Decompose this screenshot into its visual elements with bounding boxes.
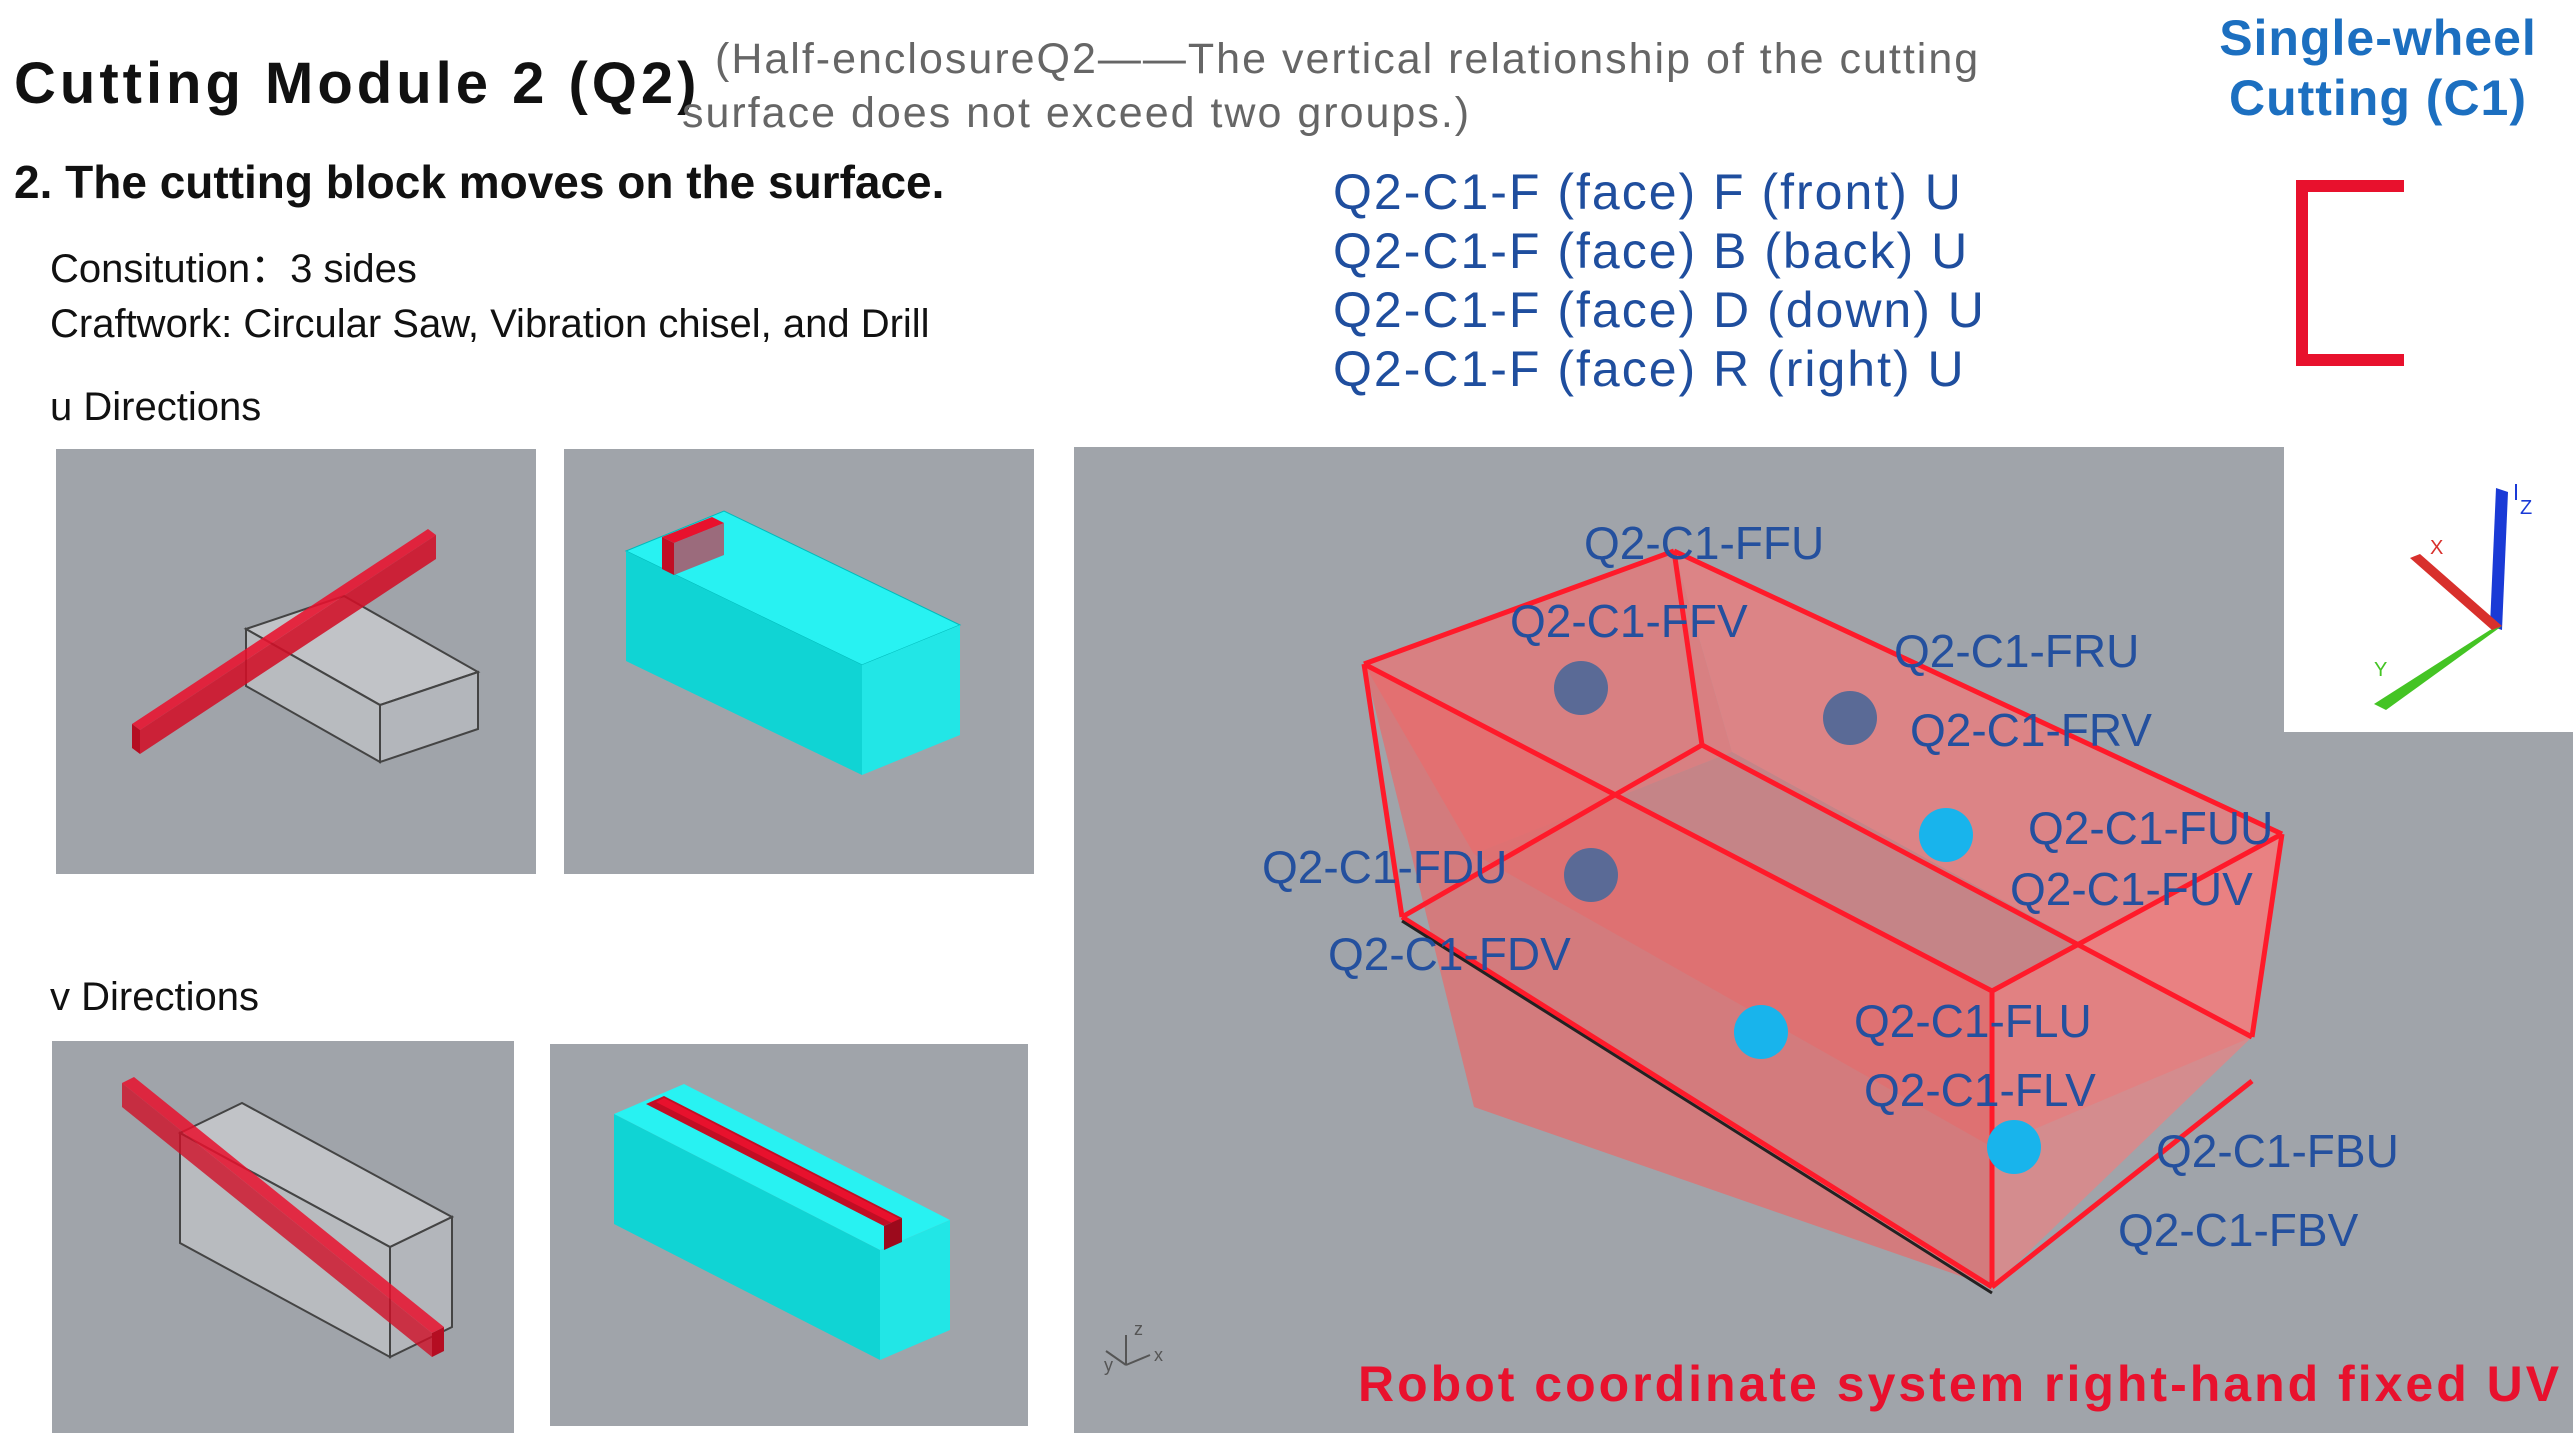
- u-directions-label: u Directions: [50, 385, 262, 429]
- x-axis-icon: [2410, 554, 2502, 630]
- dot-fdu: [1564, 848, 1618, 902]
- label-ffu: Q2-C1-FFU: [1584, 517, 1824, 569]
- label-fbu: Q2-C1-FBU: [2156, 1125, 2399, 1177]
- small-axis-x: x: [1154, 1345, 1163, 1365]
- cutting-type-label: Single-wheel Cutting (C1): [2208, 8, 2548, 128]
- dot-frv: [1823, 691, 1877, 745]
- dot-flu: [1734, 1005, 1788, 1059]
- u-solid-panel: [564, 449, 1034, 874]
- u-wireframe-panel: [56, 449, 536, 874]
- section-heading: 2. The cutting block moves on the surfac…: [14, 156, 945, 208]
- y-axis-icon: [2374, 626, 2502, 710]
- front-face: [1364, 664, 1992, 1287]
- face-code-back: Q2-C1-F (face) B (back) U: [1333, 223, 1970, 279]
- box-edges: [1361, 548, 2285, 1290]
- v-wireframe-panel: [52, 1041, 514, 1433]
- label-flv: Q2-C1-FLV: [1864, 1064, 2096, 1116]
- label-fuv: Q2-C1-FUV: [2010, 863, 2253, 915]
- label-fuu: Q2-C1-FUU: [2028, 802, 2273, 854]
- label-fdu: Q2-C1-FDU: [1262, 841, 1507, 893]
- subtitle: (Half-enclosureQ2——The vertical relation…: [682, 32, 1981, 140]
- dot-fbu: [1987, 1120, 2041, 1174]
- craftwork-text: Craftwork: Circular Saw, Vibration chise…: [50, 302, 930, 346]
- page-title: Cutting Module 2 (Q2): [14, 51, 701, 116]
- face-code-front: Q2-C1-F (face) F (front) U: [1333, 164, 1963, 220]
- y-axis-label: Y: [2374, 659, 2387, 681]
- cutting-type-line-2: Cutting (C1): [2228, 70, 2528, 126]
- label-frv: Q2-C1-FRV: [1910, 704, 2152, 756]
- z-axis-icon: [2490, 488, 2508, 630]
- v-directions-label: v Directions: [50, 975, 259, 1019]
- subtitle-line-1: (Half-enclosureQ2——The vertical relation…: [715, 35, 1981, 83]
- label-fbv: Q2-C1-FBV: [2118, 1204, 2359, 1256]
- c1-bracket-icon: [2296, 178, 2406, 368]
- label-fru: Q2-C1-FRU: [1894, 625, 2139, 677]
- dot-ffv: [1554, 661, 1608, 715]
- cutting-type-line-1: Single-wheel: [2219, 10, 2537, 66]
- footer-caption: Robot coordinate system right-hand fixed…: [1358, 1356, 2563, 1412]
- face-code-right: Q2-C1-F (face) R (right) U: [1333, 341, 1966, 397]
- z-axis-label: Z: [2520, 497, 2532, 519]
- label-ffv: Q2-C1-FFV: [1510, 595, 1748, 647]
- info-block: Consitution：3 sides Craftwork: Circular …: [50, 242, 930, 352]
- small-axis-y: y: [1104, 1355, 1113, 1375]
- right-face: [1992, 834, 2282, 1287]
- axis-gizmo: Z X Y: [2284, 440, 2573, 732]
- dot-fuu: [1919, 808, 1973, 862]
- constitution-text: Consitution：3 sides: [50, 247, 417, 291]
- subtitle-line-2: surface does not exceed two groups.): [682, 89, 1472, 137]
- face-code-down: Q2-C1-F (face) D (down) U: [1333, 282, 1986, 338]
- label-fdv: Q2-C1-FDV: [1328, 928, 1571, 980]
- small-axes-icon: [1105, 1335, 1151, 1366]
- label-flu: Q2-C1-FLU: [1854, 995, 2092, 1047]
- face-code-list: Q2-C1-F (face) F (front) U Q2-C1-F (face…: [1333, 163, 1986, 399]
- x-axis-label: X: [2430, 537, 2443, 559]
- v-solid-panel: [550, 1044, 1028, 1426]
- small-axis-z: z: [1134, 1319, 1143, 1339]
- main-3d-diagram-panel: Q2-C1-FFU Q2-C1-FFV Q2-C1-FRU Q2-C1-FRV …: [1074, 447, 2573, 1433]
